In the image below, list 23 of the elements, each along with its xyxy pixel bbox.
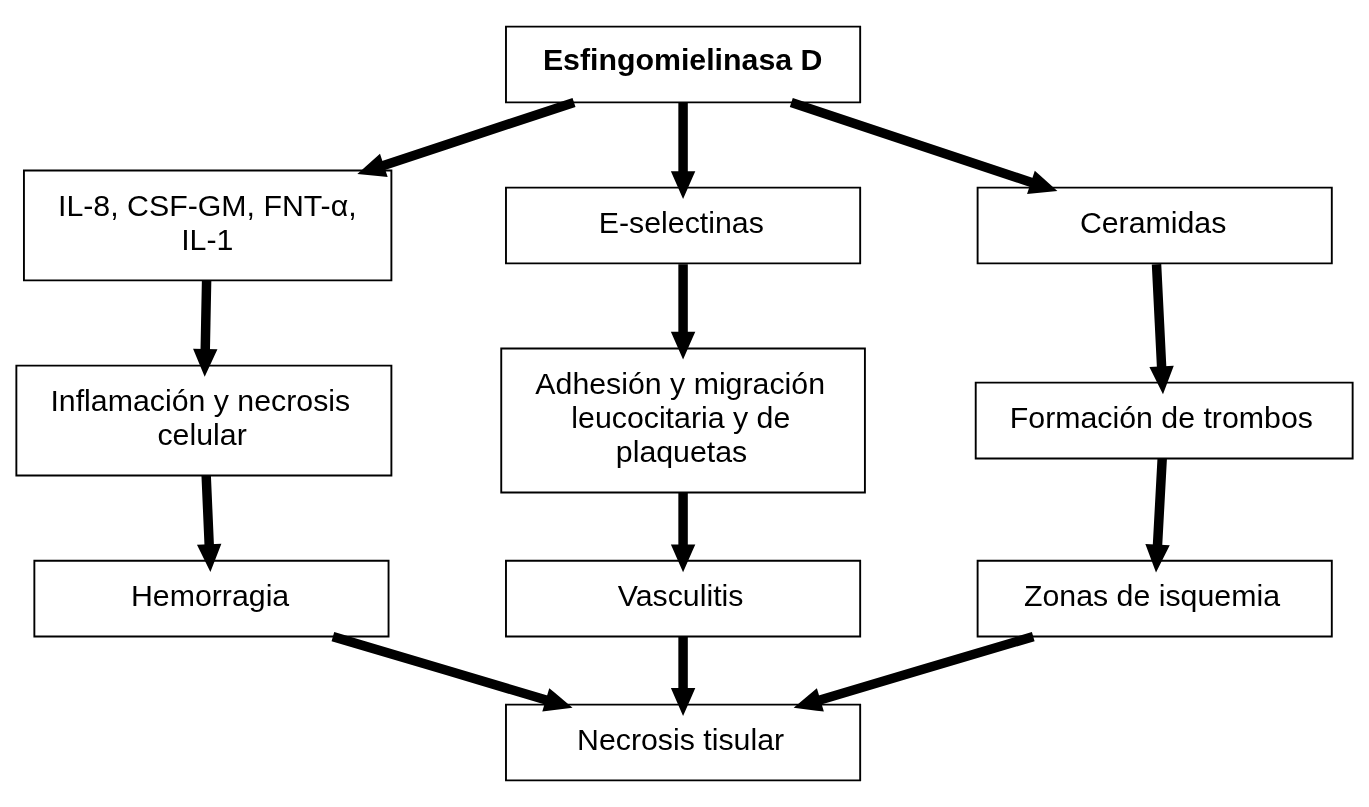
- node-box: Ceramidas: [976, 186, 1333, 265]
- arrow: [789, 97, 1058, 194]
- node-box: Vasculitis: [505, 559, 862, 638]
- arrow: [1145, 458, 1170, 573]
- node-box: E-selectinas: [505, 186, 862, 265]
- node-box: Necrosis tisular: [505, 703, 862, 782]
- arrow: [331, 632, 573, 712]
- arrow: [670, 636, 696, 716]
- node-box: Inflamación y necrosis celular: [15, 364, 393, 477]
- arrow: [196, 475, 222, 573]
- node-box: Formación de trombos: [974, 381, 1354, 460]
- arrow: [670, 264, 696, 360]
- node-box: Zonas de isquemia: [976, 559, 1333, 638]
- arrow: [670, 492, 696, 573]
- arrow: [670, 102, 696, 200]
- arrow: [1149, 264, 1174, 395]
- node-box: Adhesión y migración leucocitaria y de plaquetas: [500, 347, 866, 494]
- arrow: [793, 632, 1035, 712]
- arrow: [357, 97, 576, 177]
- arrow: [193, 280, 218, 377]
- node-box: Hemorragia: [33, 559, 390, 638]
- node-box: IL-8, CSF-GM, FNT-α, IL-1: [23, 169, 393, 282]
- node-box: Esfingomielinasa D: [505, 25, 862, 104]
